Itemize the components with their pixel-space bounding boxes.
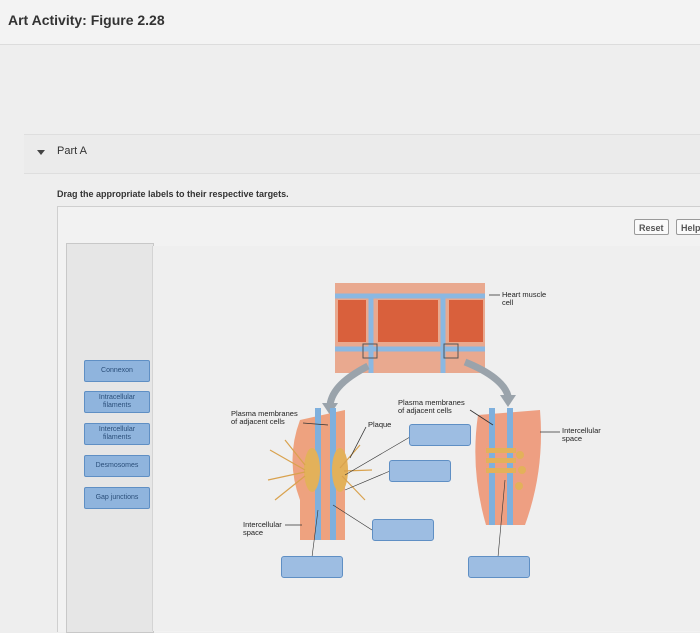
drop-target-2[interactable] — [389, 460, 451, 482]
desmosome-illustration — [267, 408, 373, 540]
collapse-caret-icon[interactable] — [34, 146, 48, 158]
label-plasma-membranes-right: Plasma membranes of adjacent cells — [398, 398, 465, 415]
title-bar — [0, 0, 700, 45]
help-button[interactable]: Help — [676, 219, 700, 235]
drag-label-connexon[interactable]: Connexon — [84, 360, 150, 382]
drag-label-intracellular-filaments[interactable]: Intracellular filaments — [84, 391, 150, 413]
drop-target-4[interactable] — [281, 556, 343, 578]
label-intercellular-space-left: Intercellular space — [243, 520, 282, 537]
heart-muscle-tissue — [335, 283, 485, 373]
label-heart-muscle-cell: Heart muscle cell — [502, 290, 547, 307]
drag-label-gap-junctions[interactable]: Gap junctions — [84, 487, 150, 509]
label-intercellular-space-right: Intercellular space — [562, 426, 601, 443]
label-plasma-membranes-left: Plasma membranes of adjacent cells — [231, 409, 298, 426]
part-header[interactable] — [24, 134, 700, 174]
drop-target-3[interactable] — [372, 519, 434, 541]
drag-label-intercellular-filaments[interactable]: Intercellular filaments — [84, 423, 150, 445]
page-title: Art Activity: Figure 2.28 — [8, 12, 165, 28]
part-label: Part A — [57, 145, 87, 157]
gap-junction-illustration — [475, 408, 541, 525]
drag-label-desmosomes[interactable]: Desmosomes — [84, 455, 150, 477]
label-plaque: Plaque — [368, 420, 392, 429]
drop-target-5[interactable] — [468, 556, 530, 578]
drop-target-1[interactable] — [409, 424, 471, 446]
instructions-text: Drag the appropriate labels to their res… — [57, 189, 289, 199]
reset-button[interactable]: Reset — [634, 219, 669, 235]
